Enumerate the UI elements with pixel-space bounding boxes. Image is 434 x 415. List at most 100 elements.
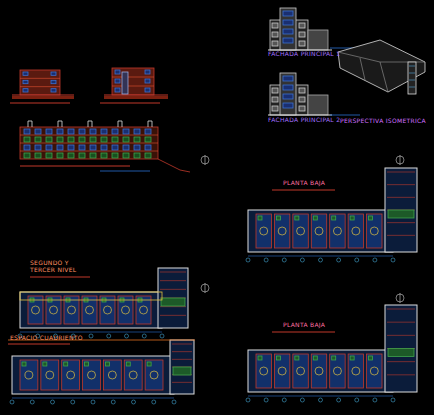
window (46, 137, 52, 142)
window-line (409, 73, 415, 74)
label-anchor: PERSPECTIVA ISOMETRICA (340, 118, 426, 126)
window-line (409, 80, 415, 81)
axis-bubble (246, 398, 250, 402)
terrain-line (158, 159, 190, 172)
fixture (352, 227, 360, 235)
fixture (260, 367, 268, 375)
fixture (86, 306, 94, 314)
furniture (332, 356, 336, 360)
drawing-title: FACHADA PRINCIPAL 2 (268, 117, 340, 125)
window (57, 129, 63, 134)
window (299, 106, 305, 111)
axis-bubble (246, 258, 250, 262)
partition (172, 344, 192, 345)
fixture (140, 306, 148, 314)
window (51, 80, 56, 83)
fixture (88, 371, 96, 379)
north-arrow (396, 294, 404, 302)
window (24, 137, 30, 142)
window (283, 11, 293, 16)
label-anchor: PLANTA BAJA (283, 180, 325, 188)
slab-edge (20, 292, 162, 300)
ground-band (104, 96, 168, 99)
window (299, 32, 305, 37)
floor-slab (20, 78, 60, 79)
fixture (46, 371, 54, 379)
window-line (409, 87, 415, 88)
label-anchor: PLANTA BAJA (283, 322, 325, 330)
window (90, 137, 96, 142)
axis-bubble (125, 334, 129, 338)
axis-bubble (319, 398, 323, 402)
north-arrow (205, 283, 206, 293)
unit (330, 354, 345, 388)
window (283, 29, 293, 34)
stair-core (122, 72, 128, 94)
long-section (20, 127, 158, 159)
furniture (258, 356, 262, 360)
floor-slab (20, 143, 158, 144)
drawing-title: PERSPECTIVA ISOMETRICA (340, 118, 426, 126)
window (134, 145, 140, 150)
fixture (67, 371, 75, 379)
roof-vent (28, 121, 32, 127)
window (68, 137, 74, 142)
window (145, 88, 150, 92)
window (134, 137, 140, 142)
partition (160, 315, 186, 316)
axis-bubble (142, 334, 146, 338)
tower-plan (170, 340, 194, 394)
partition (160, 280, 186, 281)
window (112, 153, 118, 158)
window (57, 145, 63, 150)
unit (103, 360, 121, 390)
ground-band (12, 96, 74, 99)
axis-bubble (355, 398, 359, 402)
window (46, 129, 52, 134)
window (101, 153, 107, 158)
axis-bubble (391, 258, 395, 262)
axis-bubble (319, 258, 323, 262)
axis-bubble (264, 398, 268, 402)
tower-plan (385, 305, 417, 392)
unit (293, 354, 308, 388)
furniture (295, 356, 299, 360)
window (68, 145, 74, 150)
window (283, 76, 293, 81)
fixture (32, 306, 40, 314)
unit (145, 360, 163, 390)
window (24, 129, 30, 134)
partition (387, 197, 415, 198)
building-section (112, 68, 154, 95)
title-underline (8, 344, 70, 345)
window (68, 129, 74, 134)
dimension-line (12, 398, 174, 399)
furniture (350, 356, 354, 360)
title-underline (272, 332, 335, 333)
furniture (313, 356, 317, 360)
window (123, 129, 129, 134)
unit (256, 214, 271, 248)
fixture (260, 227, 268, 235)
unit (311, 354, 326, 388)
axis-bubble (300, 258, 304, 262)
window (24, 145, 30, 150)
window (299, 88, 305, 93)
north-arrow (205, 155, 206, 165)
drawing-title: PLANTA BAJA (283, 180, 325, 188)
roof-vent (148, 121, 152, 127)
window (79, 153, 85, 158)
dimension-line (20, 332, 162, 333)
window (283, 38, 293, 43)
window (299, 97, 305, 102)
stair (173, 367, 191, 375)
window (35, 129, 41, 134)
axis-bubble (337, 258, 341, 262)
window (101, 145, 107, 150)
window (57, 153, 63, 158)
furniture (276, 356, 280, 360)
fixture (333, 227, 341, 235)
title-underline (100, 102, 160, 103)
window (283, 94, 293, 99)
